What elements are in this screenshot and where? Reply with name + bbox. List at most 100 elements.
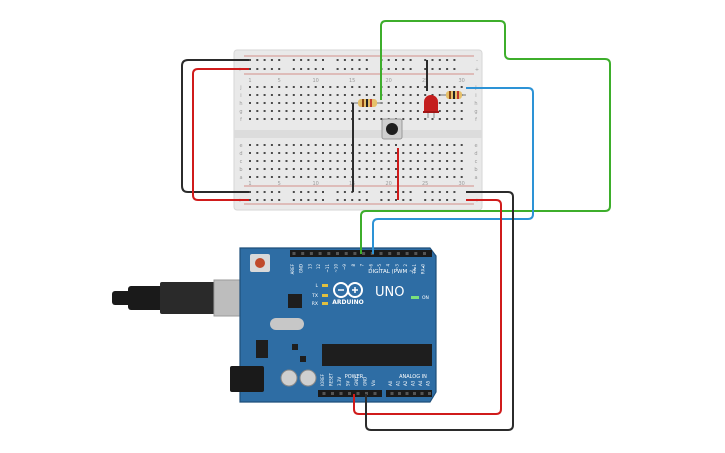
terminal-hole <box>438 160 441 162</box>
terminal-hole <box>329 110 332 112</box>
rail-hole <box>446 59 449 61</box>
power-pin-label: 3.3V <box>337 377 342 386</box>
resistor-1 <box>352 99 383 107</box>
terminal-hole <box>343 168 346 170</box>
terminal-hole <box>278 176 281 178</box>
analog-pin-label: A2 <box>403 380 408 386</box>
terminal-hole <box>307 94 310 96</box>
terminal-hole <box>322 152 324 154</box>
power-pin-label: 5V <box>346 380 351 386</box>
terminal-hole <box>249 176 251 178</box>
arduino-logo-icon <box>333 282 363 298</box>
rail-hole <box>314 191 317 193</box>
terminal-hole <box>373 94 376 96</box>
terminal-hole <box>409 86 412 88</box>
power-pin <box>356 392 360 395</box>
row-letter-right: c <box>475 159 478 165</box>
rail-hole <box>343 199 346 201</box>
rail-hole <box>336 68 339 70</box>
row-letter-right: e <box>474 143 477 149</box>
terminal-hole <box>460 144 463 146</box>
digital-pin-label: 4 <box>386 264 391 267</box>
terminal-hole <box>249 94 251 96</box>
breadboard-holes <box>249 59 463 201</box>
terminal-hole <box>278 118 281 120</box>
digital-pin-label: 8 <box>351 264 356 267</box>
usb-plug-boot <box>128 286 164 310</box>
terminal-hole <box>249 110 251 112</box>
analog-pin-label: A0 <box>388 380 393 386</box>
terminal-hole <box>438 118 441 120</box>
digital-pin-label: 2 <box>403 264 408 267</box>
rail-hole <box>351 199 354 201</box>
red-led <box>423 95 439 118</box>
terminal-hole <box>300 94 303 96</box>
terminal-hole <box>263 152 266 154</box>
row-letter-left: a <box>239 175 242 181</box>
rail-hole <box>402 68 405 70</box>
digital-pin-label: ~5 <box>377 264 382 270</box>
power-pin <box>322 392 326 395</box>
terminal-hole <box>409 160 412 162</box>
terminal-hole <box>322 94 324 96</box>
terminal-hole <box>300 160 303 162</box>
breadboard-center-channel <box>234 130 482 138</box>
analog-label: ANALOG IN <box>399 374 427 380</box>
terminal-hole <box>329 144 332 146</box>
terminal-hole <box>300 152 303 154</box>
rail-hole <box>438 199 441 201</box>
rail-hole <box>270 191 273 193</box>
terminal-hole <box>256 110 259 112</box>
digital-pin <box>309 252 313 255</box>
rail-hole <box>387 191 390 193</box>
capacitor-1 <box>280 369 298 387</box>
terminal-hole <box>380 176 383 178</box>
terminal-hole <box>256 118 259 120</box>
terminal-hole <box>307 176 310 178</box>
terminal-hole <box>329 176 332 178</box>
row-letter-right: b <box>474 167 477 173</box>
terminal-hole <box>351 94 354 96</box>
column-number-bottom: 10 <box>313 181 319 187</box>
rail-hole <box>387 68 390 70</box>
terminal-hole <box>446 110 449 112</box>
digital-pin <box>327 252 331 255</box>
terminal-hole <box>322 176 324 178</box>
row-letter-right: f <box>475 117 477 123</box>
row-letter-left: d <box>239 151 242 157</box>
usb-cable <box>112 291 132 305</box>
usb-connector <box>213 279 243 317</box>
terminal-hole <box>256 152 259 154</box>
reset-button-cap[interactable] <box>255 258 265 268</box>
rail-hole <box>307 68 310 70</box>
terminal-hole <box>270 118 273 120</box>
terminal-hole <box>270 110 273 112</box>
digital-pin <box>344 252 348 255</box>
terminal-hole <box>314 144 317 146</box>
rail-hole <box>387 199 390 201</box>
terminal-hole <box>292 94 295 96</box>
terminal-hole <box>365 152 368 154</box>
terminal-hole <box>256 94 259 96</box>
terminal-hole <box>387 176 390 178</box>
terminal-hole <box>387 152 390 154</box>
terminal-hole <box>329 152 332 154</box>
terminal-hole <box>416 110 419 112</box>
terminal-hole <box>453 152 456 154</box>
terminal-hole <box>387 110 390 112</box>
terminal-hole <box>409 102 412 104</box>
digital-pin <box>336 252 339 255</box>
push-button[interactable] <box>381 118 403 140</box>
rail-hole <box>300 191 303 193</box>
terminal-hole <box>343 144 346 146</box>
terminal-hole <box>387 102 390 104</box>
rail-hole <box>409 59 412 61</box>
terminal-hole <box>395 152 397 154</box>
terminal-hole <box>424 160 427 162</box>
analog-pin-label: A4 <box>418 380 423 386</box>
components <box>352 91 466 140</box>
terminal-hole <box>438 144 441 146</box>
led-l <box>322 284 328 287</box>
